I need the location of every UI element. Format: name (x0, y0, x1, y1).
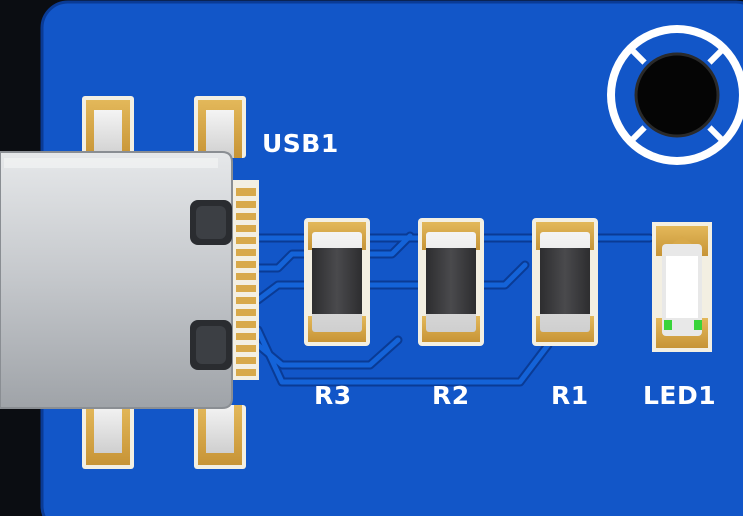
usb-shield-pads (82, 96, 246, 469)
mounting-hole (607, 25, 743, 165)
r1-label: R1 (551, 381, 589, 410)
usb-c-connector (0, 151, 259, 409)
resistor-r3 (304, 218, 370, 346)
r3-label: R3 (314, 381, 352, 410)
led-led1 (652, 222, 712, 352)
r2-label: R2 (432, 381, 470, 410)
resistor-r1 (532, 218, 598, 346)
usb1-label: USB1 (262, 129, 339, 158)
resistor-r2 (418, 218, 484, 346)
led1-label: LED1 (643, 381, 716, 410)
